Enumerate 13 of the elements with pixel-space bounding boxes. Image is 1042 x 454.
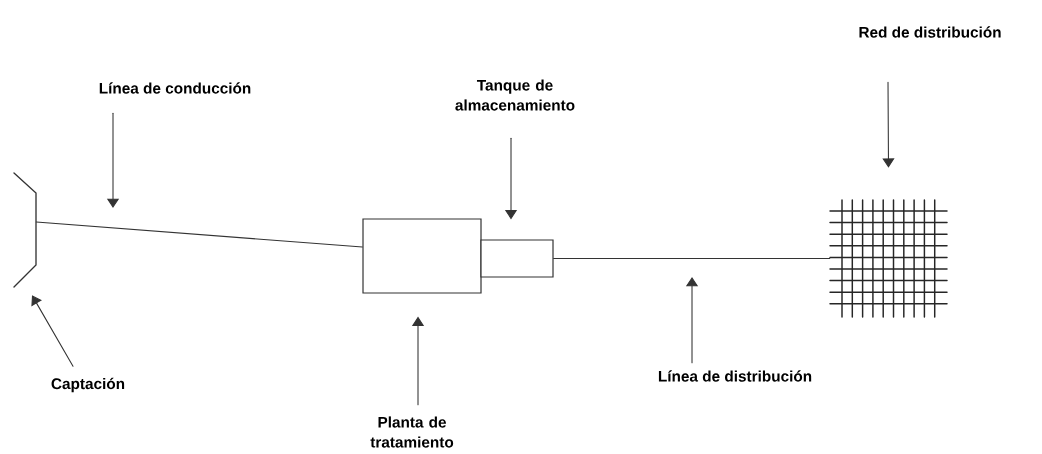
- label-text: Línea de conducción: [99, 82, 251, 94]
- label-text: Tanque de almacenamiento: [455, 79, 575, 111]
- label-text: Línea de distribución: [658, 370, 812, 382]
- pipe-line: [553, 257, 831, 260]
- label-text: Planta de tratamiento: [370, 416, 454, 448]
- pipe-line: [35, 221, 363, 248]
- leader-arrow: [31, 295, 74, 367]
- intake-drawing: [13, 172, 37, 288]
- tank-box: [480, 239, 554, 278]
- label-text: Captación: [51, 377, 125, 393]
- label-text: Red de distribución: [859, 26, 1001, 38]
- grid-drawing: [829, 199, 948, 318]
- leader-arrow: [882, 81, 895, 168]
